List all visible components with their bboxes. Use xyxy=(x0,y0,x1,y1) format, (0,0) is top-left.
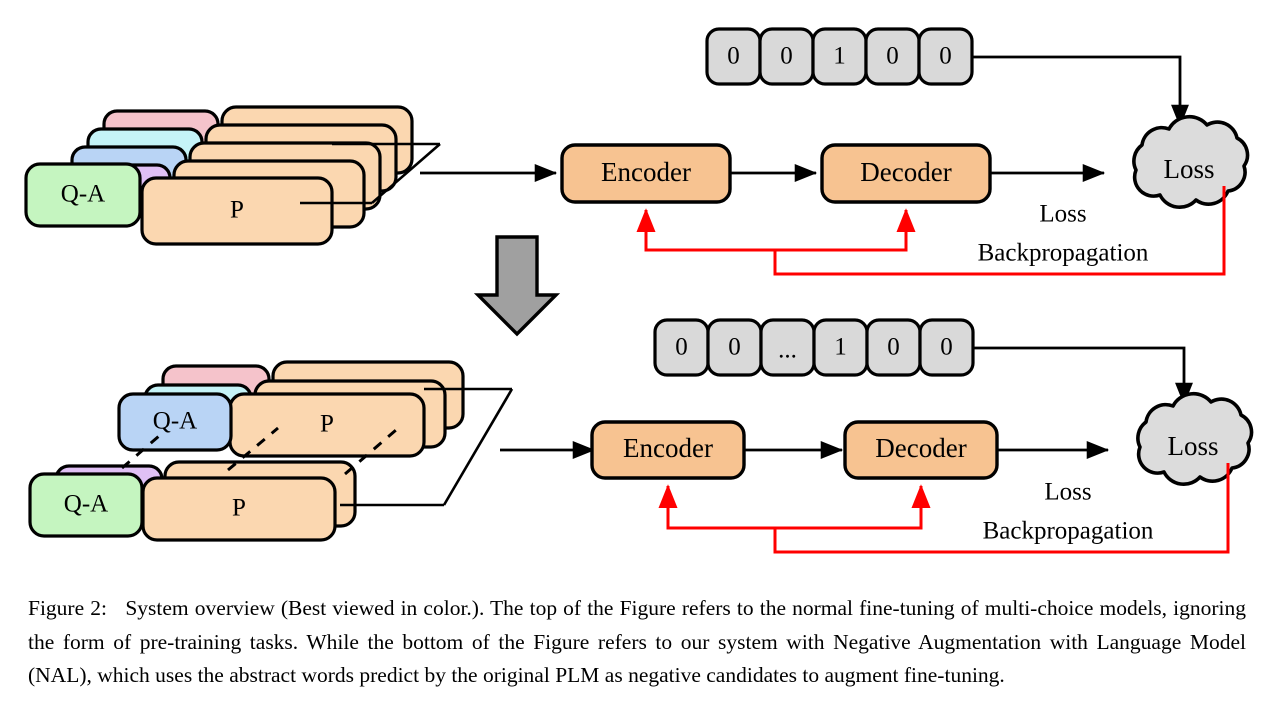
figure-caption-label: Figure 2: xyxy=(28,596,107,620)
bottom-label-loss-path xyxy=(973,346,1193,406)
label-cell-value: 0 xyxy=(886,43,899,70)
label-cell: 0 xyxy=(653,318,710,377)
bottom-decoder: Decoder xyxy=(843,420,999,480)
top-loss-cloud: Loss xyxy=(1132,114,1250,209)
qa-card-label: Q-A xyxy=(64,491,108,518)
bottom-upper-layer-1: P Q-A xyxy=(117,392,426,458)
label-cell: 0 xyxy=(917,27,974,86)
label-cell-value: 0 xyxy=(728,334,741,361)
label-cell-value: 0 xyxy=(939,43,952,70)
loss-label: Loss xyxy=(1167,431,1218,461)
bottom-encoder: Encoder xyxy=(590,420,746,480)
label-cell: 1 xyxy=(812,318,869,377)
top-card-stack: P Q-A xyxy=(24,105,414,246)
dashed-connector xyxy=(121,428,167,470)
decoder-label: Decoder xyxy=(875,433,966,463)
decoder-label: Decoder xyxy=(860,157,951,187)
system-overview-diagram: P Q-A Encoder xyxy=(24,27,1254,554)
loss-cloud-shape xyxy=(1132,114,1250,209)
top-decoder: Decoder xyxy=(820,143,992,204)
label-cell: ... xyxy=(759,318,816,377)
label-cell-value: 1 xyxy=(834,334,847,361)
bottom-dashed-connectors xyxy=(121,426,397,476)
bottom-backprop-line1: Loss xyxy=(1044,479,1091,506)
top-label-loss-path xyxy=(972,55,1189,128)
label-cell-value: 0 xyxy=(940,334,953,361)
label-cell: 0 xyxy=(918,318,975,377)
bottom-loss-cloud: Loss xyxy=(1136,391,1254,486)
encoder-label: Encoder xyxy=(623,433,713,463)
transition-arrow-shape xyxy=(473,235,561,337)
loss-cloud-shape xyxy=(1136,391,1254,486)
top-stack-layer-1: P Q-A xyxy=(24,162,334,246)
label-cell: 0 xyxy=(758,27,815,86)
label-cell: 0 xyxy=(864,27,921,86)
label-cell: 0 xyxy=(705,27,762,86)
qa-card-label: Q-A xyxy=(153,408,197,435)
qa-card-front xyxy=(24,162,142,228)
label-cell-value: 0 xyxy=(887,334,900,361)
qa-card-front xyxy=(28,472,144,538)
label-cell-value: ... xyxy=(778,337,797,364)
label-cell-value: 0 xyxy=(675,334,688,361)
top-funnel-connector xyxy=(300,142,441,205)
encoder-label: Encoder xyxy=(601,157,691,187)
bottom-label-sequence: 0 0 ... 1 0 xyxy=(653,318,975,377)
label-cell-value: 0 xyxy=(727,43,740,70)
figure-caption: Figure 2: System overview (Best viewed i… xyxy=(28,592,1246,693)
label-cell: 1 xyxy=(811,27,868,86)
top-backprop-line2: Backpropagation xyxy=(978,240,1149,267)
label-cell: 0 xyxy=(706,318,763,377)
top-backprop-path xyxy=(636,186,1226,276)
loss-label: Loss xyxy=(1163,154,1214,184)
downward-transition-arrow xyxy=(473,235,561,337)
bottom-funnel-connector xyxy=(340,387,514,507)
figure-caption-text: System overview (Best viewed in color.).… xyxy=(28,596,1247,687)
passage-card-label: P xyxy=(320,411,334,438)
bottom-upper-card-stack: P Q-A xyxy=(117,360,465,458)
label-cell-value: 1 xyxy=(833,43,846,70)
top-normal-finetuning-group: P Q-A Encoder xyxy=(24,27,1250,276)
bottom-backprop-path xyxy=(658,463,1230,554)
label-cell: 0 xyxy=(865,318,922,377)
qa-card-label: Q-A xyxy=(61,181,105,208)
passage-card-label: P xyxy=(232,495,246,522)
bottom-lower-card-stack: P Q-A xyxy=(28,460,357,542)
top-backprop-line1: Loss xyxy=(1039,201,1086,228)
bottom-lower-layer-1: P Q-A xyxy=(28,472,337,542)
passage-card-front xyxy=(140,176,334,246)
top-label-sequence: 0 0 1 0 0 xyxy=(705,27,974,86)
bottom-backprop-line2: Backpropagation xyxy=(983,518,1154,545)
passage-card-label: P xyxy=(230,197,244,224)
top-encoder: Encoder xyxy=(560,143,732,204)
bottom-nal-group: P Q-A P Q-A xyxy=(28,318,1254,554)
qa-card-front xyxy=(117,392,233,452)
label-cell-value: 0 xyxy=(780,43,793,70)
